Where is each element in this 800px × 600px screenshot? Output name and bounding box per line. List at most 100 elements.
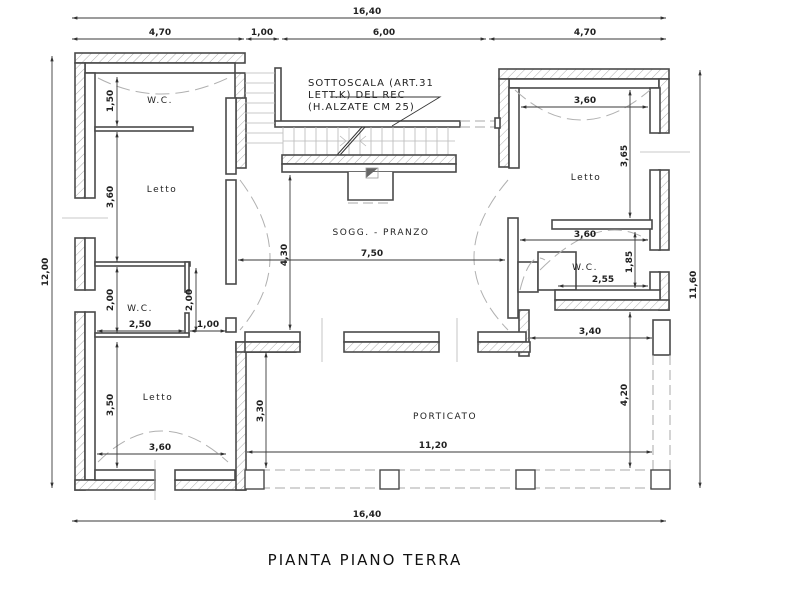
wall xyxy=(244,341,301,353)
pillar xyxy=(650,469,671,490)
top-seg-4-dim: 4,70 xyxy=(574,28,596,38)
right-total-dim: 11,60 xyxy=(689,271,699,299)
wall xyxy=(84,237,96,291)
door-swing xyxy=(519,257,546,291)
dim-letto-bottom-width: 3,60 xyxy=(149,443,171,453)
stair-treads xyxy=(245,72,455,155)
bottom-total-dim: 16,40 xyxy=(353,510,381,520)
stair-note: SOTTOSCALA (ART.31 LETT.K) DEL REC (H.AL… xyxy=(308,78,442,127)
dim-letto-right-width: 3,60 xyxy=(574,96,596,106)
stair-arrow-icon xyxy=(339,135,347,147)
wall xyxy=(84,311,96,481)
dim-corridor: 1,00 xyxy=(197,320,219,330)
wall xyxy=(554,289,661,301)
wall xyxy=(174,479,246,491)
door-swing xyxy=(473,179,509,331)
room-label-letto-bottom-left: Letto xyxy=(143,393,173,403)
flue-icon xyxy=(366,168,378,178)
room-label-wc-top: W.C. xyxy=(147,96,173,106)
partition xyxy=(551,219,653,230)
room-label-porticato: PORTICATO xyxy=(413,412,477,422)
chimney-niche xyxy=(347,172,394,201)
dim-wc-mid-width: 2,50 xyxy=(129,320,151,330)
flue-box xyxy=(365,167,379,179)
left-dimension: 12,00 xyxy=(41,56,54,488)
top-dimension-chain: 16,40 4,70 1,00 6,00 4,70 xyxy=(72,7,666,41)
portico-edge xyxy=(652,355,671,470)
wall xyxy=(74,62,86,199)
room-label-soggiorno: SOGG. - PRANZO xyxy=(332,228,429,238)
wall xyxy=(74,52,246,64)
stair-note-line-1: SOTTOSCALA (ART.31 xyxy=(308,78,434,89)
top-total-dim: 16,40 xyxy=(353,7,381,17)
internal-dimensions: 1,50 3,60 2,00 2,00 2,50 1,00 3,50 3,60 … xyxy=(97,77,652,468)
pillar xyxy=(244,469,265,490)
partition xyxy=(184,312,190,336)
wall xyxy=(649,87,661,134)
wall xyxy=(477,341,531,353)
stair-wall xyxy=(274,67,282,125)
staircase xyxy=(245,67,495,204)
left-wing-walls xyxy=(74,52,297,491)
wall xyxy=(74,237,86,291)
wall xyxy=(244,331,301,343)
dim-wc-right-width: 3,60 xyxy=(574,230,596,240)
dim-soggiorno-height: 4,30 xyxy=(280,244,290,266)
wall xyxy=(343,341,440,353)
wall xyxy=(84,72,96,199)
partition xyxy=(184,261,190,293)
stair-arrow-icon xyxy=(359,135,367,147)
stair-wall xyxy=(274,120,461,128)
dim-porticato-height-right: 4,20 xyxy=(620,384,630,406)
wall xyxy=(507,217,519,319)
partition xyxy=(94,261,191,267)
leader-line xyxy=(330,96,442,127)
pillar xyxy=(379,469,400,490)
wall xyxy=(235,97,247,169)
door-swing xyxy=(539,229,649,271)
wall xyxy=(508,78,660,89)
top-seg-2-dim: 1,00 xyxy=(251,28,273,38)
dim-wc-mid-height-left: 2,00 xyxy=(106,289,116,311)
right-dimension: 11,60 xyxy=(689,70,702,488)
wall xyxy=(494,117,501,129)
top-seg-1-dim: 4,70 xyxy=(149,28,171,38)
room-label-letto-top-left: Letto xyxy=(147,185,177,195)
break-line xyxy=(339,126,366,156)
wall xyxy=(74,311,86,491)
left-total-dim: 12,00 xyxy=(41,258,51,286)
wall xyxy=(84,62,236,74)
room-label-wc-right: W.C. xyxy=(572,263,598,273)
room-label-letto-right: Letto xyxy=(571,173,601,183)
partition xyxy=(94,332,190,338)
dim-wc-right-height: 1,85 xyxy=(625,251,635,273)
wall xyxy=(554,299,670,311)
wall xyxy=(235,341,247,491)
wall xyxy=(225,179,237,285)
dim-wc-top-height: 1,50 xyxy=(106,90,116,112)
wall xyxy=(74,479,156,491)
pillar xyxy=(515,469,536,490)
dim-soggiorno-width: 7,50 xyxy=(361,249,383,259)
wall xyxy=(498,68,670,80)
dim-porticato-height-left: 3,30 xyxy=(256,400,266,422)
drawing-title: PIANTA PIANO TERRA xyxy=(268,551,463,569)
wall xyxy=(343,331,440,343)
dim-letto-right-height: 3,65 xyxy=(620,145,630,167)
pillar xyxy=(652,319,671,356)
portico xyxy=(244,355,671,490)
stair-note-line-3: (H.ALZATE CM 25) xyxy=(308,102,415,113)
break-line xyxy=(336,126,363,156)
wall xyxy=(174,469,236,481)
dim-wc-right-inner: 2,55 xyxy=(592,275,614,285)
beam-line xyxy=(460,120,495,128)
wc-niche xyxy=(537,251,577,291)
door-swing xyxy=(239,179,271,331)
portico-edge xyxy=(245,469,668,489)
dim-letto-top-height: 3,60 xyxy=(106,186,116,208)
front-wall xyxy=(244,331,531,353)
wall xyxy=(94,469,156,481)
wall xyxy=(281,154,457,165)
dim-porticato-width: 11,20 xyxy=(419,441,447,451)
